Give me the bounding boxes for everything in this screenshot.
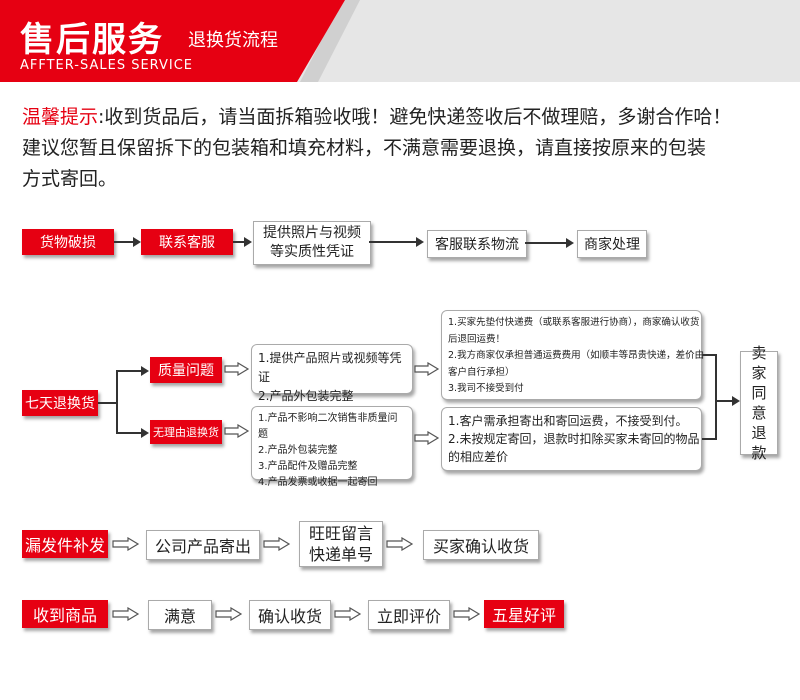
header-english: AFFTER-SALES SERVICE — [20, 58, 194, 73]
outline-arrow-icon — [112, 537, 140, 551]
quality-requirements: 1.提供产品照片或视频等凭证 2.产品外包装完整 — [251, 344, 413, 403]
return-result-seller-agree-refund: 卖家同意退款 — [740, 344, 778, 462]
damage-step-contact-service: 联系客服 — [141, 229, 233, 255]
outline-arrow-icon — [386, 537, 414, 551]
damage-step-provide-evidence: 提供照片与视频 等实质性凭证 — [253, 221, 371, 265]
wangwang-line-2: 快递单号 — [308, 545, 373, 564]
header-grey-band — [290, 0, 800, 82]
outline-arrow-icon — [112, 607, 140, 621]
merge-line — [702, 438, 716, 440]
receive-step-review-now: 立即评价 — [368, 600, 450, 630]
arrow-head-icon — [133, 237, 141, 247]
no-reason-term-2: 2.未按规定寄回，退款时扣除买家未寄回的物品 — [448, 432, 700, 446]
arrow-head-icon — [141, 366, 149, 376]
arrow-head-icon — [244, 237, 252, 247]
evidence-line-2: 等实质性凭证 — [270, 244, 354, 260]
branch-line — [116, 432, 142, 434]
no-reason-req-1: 1.产品不影响二次销售非质量问题 — [258, 413, 398, 440]
quality-req-2: 2.产品外包装完整 — [258, 389, 354, 403]
branch-line — [98, 402, 116, 404]
no-reason-requirements: 1.产品不影响二次销售非质量问题 2.产品外包装完整 3.产品配件及赠品完整 4… — [251, 406, 413, 488]
header-subtitle: 退换货流程 — [188, 30, 278, 51]
outline-arrow-icon — [224, 424, 250, 438]
missing-step-buyer-confirm: 买家确认收货 — [423, 530, 539, 560]
wangwang-line-1: 旺旺留言 — [308, 524, 373, 543]
no-reason-req-4: 4.产品发票或收据一起寄回 — [258, 477, 378, 488]
outline-arrow-icon — [263, 537, 291, 551]
tip-text-2: 建议您暂且保留拆下的包装箱和填充材料，不满意需要退换，请直接按原来的包装 — [22, 137, 707, 159]
outline-arrow-icon — [215, 607, 243, 621]
arrow-head-icon — [566, 238, 574, 248]
no-reason-term-2b: 的相应差价 — [448, 450, 509, 464]
return-start-seven-days: 七天退换货 — [22, 390, 98, 416]
damage-step-goods-damaged: 货物破损 — [22, 229, 114, 255]
outline-arrow-icon — [414, 431, 440, 445]
tip-label: 温馨提示 — [22, 106, 99, 128]
branch-line — [116, 370, 142, 372]
tip-block: 温馨提示:收到货品后，请当面拆箱验收哦！避免快递签收后不做理赔，多谢合作哈！ 建… — [22, 102, 782, 195]
missing-step-ship-product: 公司产品寄出 — [146, 530, 260, 560]
missing-step-wangwang-message: 旺旺留言 快递单号 — [299, 521, 383, 567]
quality-term-1b: 后退回运费！ — [448, 333, 506, 345]
receive-step-confirm-receipt: 确认收货 — [249, 600, 331, 630]
arrow-line — [369, 241, 417, 243]
damage-step-service-contact-logistics: 客服联系物流 — [427, 230, 527, 258]
receive-step-satisfied: 满意 — [148, 600, 212, 630]
missing-step-reship: 漏发件补发 — [22, 530, 108, 558]
arrow-head-icon — [732, 396, 740, 406]
quality-term-3: 3.我司不接受到付 — [448, 383, 524, 394]
quality-term-2b: 客户自行承担） — [448, 366, 515, 378]
no-reason-req-2: 2.产品外包装完整 — [258, 445, 338, 456]
header-title: 售后服务 — [20, 20, 164, 60]
outline-arrow-icon — [334, 607, 362, 621]
return-no-reason: 无理由退换货 — [150, 420, 222, 444]
merge-line-vertical — [715, 354, 717, 440]
quality-term-1: 1.买家先垫付快递费（或联系客服进行协商），商家确认收货 — [448, 317, 700, 328]
arrow-line — [233, 241, 245, 243]
merge-line — [702, 354, 716, 356]
return-quality-issue: 质量问题 — [150, 357, 222, 383]
receive-step-five-star: 五星好评 — [484, 600, 564, 628]
quality-terms: 1.买家先垫付快递费（或联系客服进行协商），商家确认收货 后退回运费！ 2.我方… — [441, 310, 705, 400]
arrow-line — [114, 241, 134, 243]
damage-step-merchant-handle: 商家处理 — [577, 230, 647, 258]
arrow-head-icon — [141, 428, 149, 438]
branch-line-vertical — [116, 370, 118, 434]
quality-term-2: 2.我方商家仅承担普通运费费用（如顺丰等昂贵快递，差价由 — [448, 350, 705, 361]
outline-arrow-icon — [224, 362, 250, 376]
arrow-line — [525, 242, 567, 244]
quality-req-1: 1.提供产品照片或视频等凭证 — [258, 351, 402, 384]
no-reason-terms: 1.客户需承担寄出和寄回运费，不接受到付。 2.未按规定寄回，退款时扣除买家未寄… — [441, 407, 702, 471]
no-reason-req-3: 3.产品配件及赠品完整 — [258, 461, 358, 472]
tip-text-3: 方式寄回。 — [22, 168, 118, 190]
arrow-head-icon — [416, 237, 424, 247]
evidence-line-1: 提供照片与视频 — [263, 225, 361, 241]
merge-line — [715, 400, 733, 402]
receive-step-goods-received: 收到商品 — [22, 600, 108, 628]
outline-arrow-icon — [414, 362, 440, 376]
outline-arrow-icon — [453, 607, 481, 621]
no-reason-term-1: 1.客户需承担寄出和寄回运费，不接受到付。 — [448, 414, 688, 428]
tip-text-1: :收到货品后，请当面拆箱验收哦！避免快递签收后不做理赔，多谢合作哈！ — [98, 106, 732, 128]
header-red-band — [0, 0, 290, 82]
